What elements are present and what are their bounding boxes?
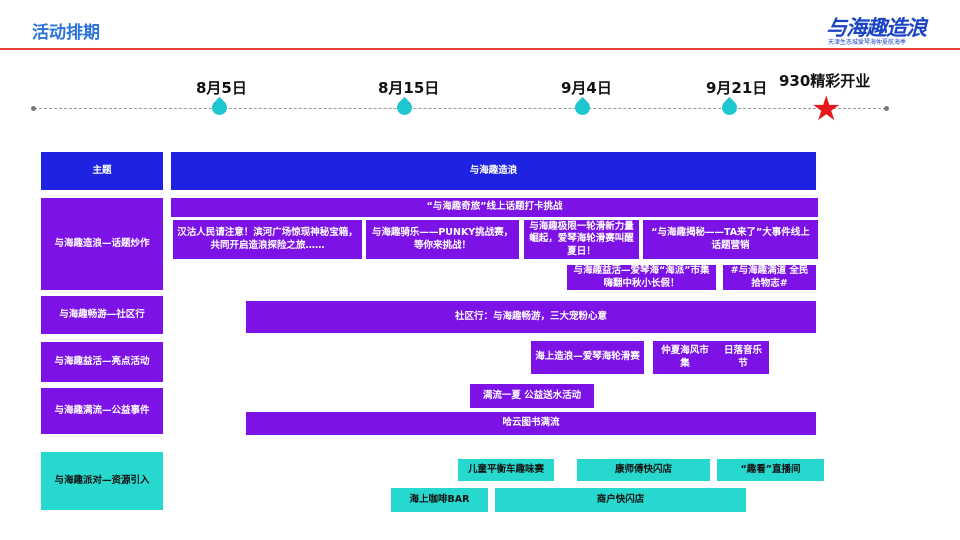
timeline-marker-4 bbox=[718, 96, 741, 119]
resource-item-1: 儿童平衡车趣味赛 bbox=[458, 459, 554, 481]
topic-item-4: “与海趣揭秘——TA来了”大事件线上话题营销 bbox=[643, 220, 818, 259]
timeline-end-dot bbox=[884, 106, 889, 111]
header-divider bbox=[0, 48, 960, 50]
topic-item-6: #与海趣满道 全民拾物志# bbox=[723, 265, 816, 290]
brand-logo: 与海趣造浪 天津生态城爱琴海仲夏航海季 bbox=[826, 12, 950, 46]
logo-main-text: 与海趣造浪 bbox=[826, 16, 927, 40]
row-label-community: 与海趣畅游—社区行 bbox=[41, 296, 163, 334]
star-icon: ★ bbox=[811, 89, 842, 129]
topic-header-bar: “与海趣奇旅”线上话题打卡挑战 bbox=[171, 198, 818, 217]
resource-item-5: 商户快闪店 bbox=[495, 488, 746, 512]
row-label-resources: 与海趣派对—资源引入 bbox=[41, 452, 163, 510]
date-label-opening: 930精彩开业 bbox=[779, 72, 871, 90]
row-label-topic: 与海趣造浪—话题炒作 bbox=[41, 198, 163, 290]
timeline-marker-2 bbox=[393, 96, 416, 119]
date-label-3: 9月4日 bbox=[561, 79, 612, 97]
theme-bar: 与海趣造浪 bbox=[171, 152, 816, 190]
event-item-3: 日落音乐节 bbox=[717, 341, 769, 374]
topic-item-2: 与海趣骑乐——PUNKY挑战赛，等你来挑战！ bbox=[366, 220, 519, 259]
community-bar: 社区行：与海趣畅游，三大宠粉心意 bbox=[246, 301, 816, 333]
charity-item-2: 哈云图书满流 bbox=[246, 412, 816, 435]
event-item-2: 仲夏海风市集 bbox=[653, 341, 717, 374]
row-label-charity: 与海趣满流—公益事件 bbox=[41, 388, 163, 434]
charity-item-1: 满流一夏 公益送水活动 bbox=[470, 384, 594, 408]
row-label-events: 与海趣益活—亮点活动 bbox=[41, 342, 163, 382]
topic-item-3: 与海趣极限一轮滑新力量崛起，爱琴海轮滑赛叫醒夏日！ bbox=[524, 220, 639, 259]
date-label-2: 8月15日 bbox=[378, 79, 440, 97]
row-label-theme: 主题 bbox=[41, 152, 163, 190]
date-label-1: 8月5日 bbox=[196, 79, 247, 97]
logo-sub-text: 天津生态城爱琴海仲夏航海季 bbox=[828, 39, 907, 46]
timeline-marker-1 bbox=[208, 96, 231, 119]
event-item-1: 海上造浪—爱琴海轮滑赛 bbox=[531, 341, 644, 374]
resource-item-2: 康师傅快闪店 bbox=[577, 459, 710, 481]
timeline-start-dot bbox=[31, 106, 36, 111]
topic-item-5: 与海趣益活—爱琴海“海派”市集嗨翻中秋小长假！ bbox=[567, 265, 716, 290]
resource-item-4: 海上咖啡BAR bbox=[391, 488, 488, 512]
topic-item-1: 汉沽人民请注意！滨河广场惊现神秘宝箱，共同开启造浪探险之旅…… bbox=[173, 220, 362, 259]
timeline-marker-3 bbox=[571, 96, 594, 119]
date-label-4: 9月21日 bbox=[706, 79, 768, 97]
page-title: 活动排期 bbox=[32, 23, 100, 43]
timeline-axis bbox=[34, 108, 886, 109]
resource-item-3: “趣看”直播间 bbox=[717, 459, 824, 481]
